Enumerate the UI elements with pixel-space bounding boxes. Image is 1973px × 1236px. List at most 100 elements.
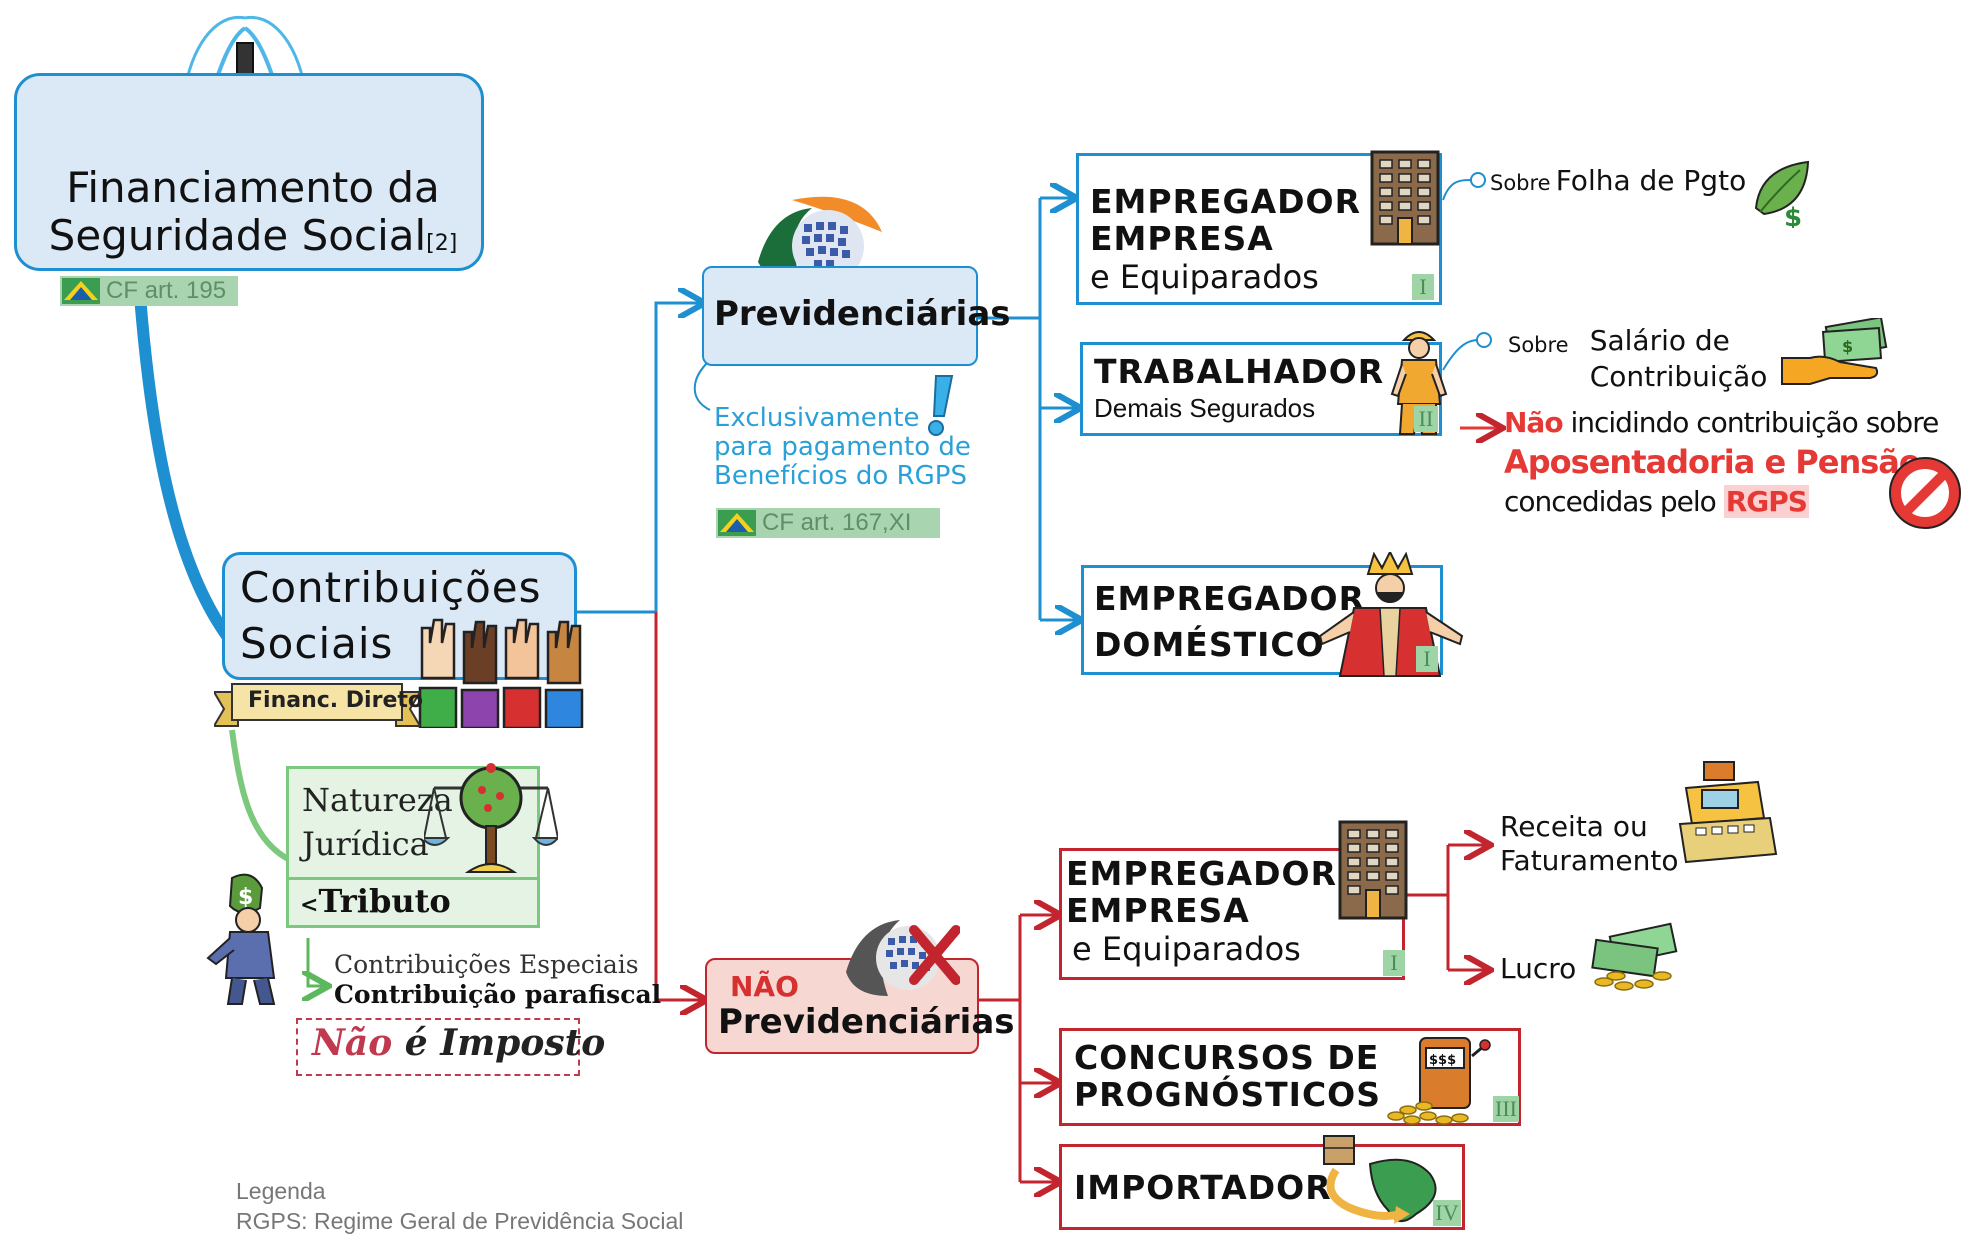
sobre-salario-note: Sobre Salário de Contribuição — [1508, 323, 1767, 395]
prev-domestico-l1: EMPREGADOR — [1094, 579, 1366, 618]
prev-empregador-text: EMPREGADOR EMPRESA e Equiparados — [1090, 182, 1362, 296]
especiais-text: Contribuições Especiais — [334, 950, 639, 979]
salario-line-1: Salário de — [1589, 324, 1730, 357]
exclamation-icon — [918, 372, 958, 438]
note-line-2: para pagamento de — [714, 432, 971, 462]
sobre-folha-note: Sobre Folha de Pgto — [1490, 164, 1746, 197]
svg-text:$$$: $$$ — [1429, 1053, 1456, 1068]
prev-domestico-roman: I — [1416, 646, 1438, 672]
nao-concursos-roman: III — [1493, 1096, 1519, 1122]
prev-trabalhador-roman: II — [1414, 406, 1438, 432]
money-leaf-icon: $ — [1750, 158, 1816, 233]
note-line-3: Benefícios do RGPS — [714, 461, 967, 491]
prev-trabalhador-box — [1080, 342, 1442, 436]
contribuicoes-line-2: Sociais — [240, 619, 394, 668]
prev-trabalhador-l2: Demais Segurados — [1094, 392, 1316, 423]
contribuicoes-especiais-label: Contribuições Especiais Contribuição par… — [334, 950, 661, 1010]
cf-reference-195: CF art. 195 — [60, 276, 238, 306]
sobre-2-text: Sobre — [1508, 333, 1569, 357]
inss-crossed-icon — [840, 910, 961, 1006]
building-icon — [1370, 150, 1440, 246]
nao-previdenciarias-nao: NÃO — [730, 970, 799, 1003]
inss-logo-icon — [752, 192, 888, 288]
aposentadoria-text: Aposentadoria e Pensão — [1504, 443, 1921, 481]
previdenciarias-label: Previdenciárias — [714, 294, 1011, 334]
prev-trabalhador-text: TRABALHADOR Demais Segurados — [1094, 352, 1385, 424]
prev-empregador-l3: e Equiparados — [1090, 257, 1319, 296]
page-title: Financiamento da Seguridade Social[2] — [28, 164, 478, 268]
cf-167-text: CF art. 167,XI — [762, 509, 912, 536]
nao-empregador-text: EMPREGADOR EMPRESA e Equiparados — [1066, 855, 1337, 968]
king-icon — [1316, 549, 1466, 678]
lucro-note: Lucro — [1500, 952, 1577, 985]
concedidas-text: concedidas pelo — [1504, 485, 1717, 518]
nao-concursos-text: CONCURSOS DE PROGNÓSTICOS — [1074, 1038, 1382, 1114]
brazil-import-icon — [1300, 1134, 1450, 1232]
nao-empregador-l2: EMPRESA — [1066, 890, 1250, 930]
legend-text: RGPS: Regime Geral de Previdência Social — [236, 1208, 684, 1234]
tributo-label: <Tributo — [300, 882, 451, 920]
nao-importador-text: IMPORTADOR — [1074, 1168, 1332, 1207]
legend: Legenda RGPS: Regime Geral de Previdênci… — [236, 1176, 683, 1236]
previdenciarias-node — [702, 266, 978, 366]
nao-e-imposto-label: Não é Imposto — [312, 1022, 605, 1064]
building-icon-2 — [1338, 820, 1408, 920]
nao-importador-l1: IMPORTADOR — [1074, 1168, 1332, 1207]
natureza-line-1: Natureza — [302, 781, 453, 819]
natureza-divider — [286, 877, 540, 880]
prohibited-icon — [1884, 452, 1966, 534]
prev-domestico-l2: DOMÉSTICO — [1094, 625, 1325, 664]
parafiscal-text: Contribuição parafiscal — [334, 980, 662, 1009]
raised-hands-icon — [412, 618, 590, 730]
receita-line-1: Receita ou — [1500, 810, 1648, 843]
receita-faturamento-note: Receita ou Faturamento — [1500, 810, 1678, 878]
scales-tree-icon — [419, 760, 561, 880]
natureza-line-2: Jurídica — [302, 825, 429, 863]
nao-concursos-l2: PROGNÓSTICOS — [1074, 1074, 1382, 1114]
folha-text: Folha de Pgto — [1555, 164, 1747, 197]
slot-machine-icon: $$$ — [1384, 1036, 1492, 1128]
e-imposto-text: é Imposto — [404, 1022, 606, 1064]
brazil-flag-icon — [62, 278, 100, 304]
taxman-icon: $ — [202, 868, 298, 1008]
svg-text:$: $ — [1842, 337, 1853, 356]
nao-empregador-roman: I — [1383, 950, 1405, 976]
title-reference: [2] — [426, 231, 458, 256]
title-line-1: Financiamento da — [66, 163, 440, 212]
prev-empregador-roman: I — [1412, 274, 1434, 300]
cash-register-icon — [1672, 758, 1780, 868]
sobre-1-text: Sobre — [1490, 171, 1551, 195]
legend-title: Legenda — [236, 1178, 326, 1204]
nao-importador-roman: IV — [1433, 1200, 1461, 1226]
nao-concursos-l1: CONCURSOS DE — [1074, 1038, 1380, 1077]
prev-trabalhador-l1: TRABALHADOR — [1094, 352, 1385, 391]
financ-direto-ribbon: Financ. Direto — [214, 680, 424, 732]
cf-195-text: CF art. 195 — [106, 277, 227, 304]
nao-e-imposto-box — [296, 1018, 580, 1076]
nao-incidindo-nao: Não — [1504, 406, 1564, 439]
prev-empregador-l2: EMPRESA — [1090, 218, 1274, 258]
nao-incidindo-note: Não incidindo contribuição sobre Aposent… — [1504, 406, 1939, 518]
salario-line-2: Contribuição — [1589, 360, 1768, 393]
nao-empregador-l3: e Equiparados — [1072, 929, 1301, 968]
money-pile-icon — [1582, 916, 1682, 996]
prev-domestico-text: EMPREGADOR DOMÉSTICO — [1094, 576, 1365, 668]
rgps-text: RGPS — [1723, 485, 1809, 518]
incidindo-text: incidindo contribuição sobre — [1570, 406, 1939, 439]
contribuicoes-title: Contribuições Sociais — [240, 560, 542, 672]
nao-text: Não — [312, 1022, 393, 1064]
natureza-juridica-label: Natureza Jurídica — [302, 778, 453, 866]
prev-empregador-l1: EMPREGADOR — [1090, 182, 1362, 221]
contribuicoes-line-1: Contribuições — [240, 563, 542, 612]
note-line-1: Exclusivamente — [714, 403, 920, 433]
receita-line-2: Faturamento — [1500, 844, 1679, 877]
tributo-text: Tributo — [318, 882, 451, 920]
nao-previdenciarias-label: Previdenciárias — [718, 1002, 1015, 1042]
svg-text:$: $ — [238, 885, 253, 910]
brazil-flag-icon — [718, 510, 756, 536]
exclusivamente-note: Exclusivamente para pagamento de Benefíc… — [714, 404, 971, 491]
cf-reference-167: CF art. 167,XI — [716, 508, 940, 538]
hand-cash-icon: $ — [1780, 316, 1890, 388]
financ-direto-text: Financ. Direto — [248, 688, 424, 713]
